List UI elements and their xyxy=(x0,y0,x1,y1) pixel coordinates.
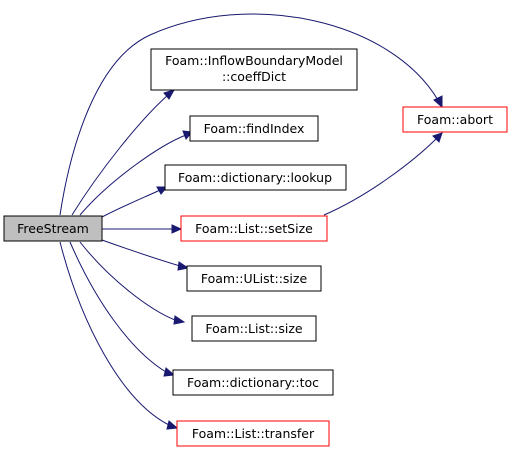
node-ulistsize[interactable]: Foam::UList::size xyxy=(186,265,322,292)
edge-freestream-to-abort xyxy=(59,13,439,216)
edge-freestream-to-listsize-arrow xyxy=(173,315,186,325)
edge-freestream-to-abort-arrow xyxy=(433,95,443,109)
node-lookup-label: Foam::dictionary::lookup xyxy=(178,170,332,185)
node-setsize-box xyxy=(180,215,328,242)
node-findindex-box xyxy=(189,115,319,142)
node-abort-box xyxy=(402,106,508,133)
edge-freestream-to-coeffdict xyxy=(71,94,169,216)
node-transfer-label: Foam::List::transfer xyxy=(192,426,315,441)
node-ulistsize-box xyxy=(186,265,322,292)
edge-freestream-to-listsize xyxy=(79,241,176,321)
node-setsize[interactable]: Foam::List::setSize xyxy=(180,215,328,242)
edge-freestream-to-toc-arrow xyxy=(163,367,176,377)
node-lookup-box xyxy=(164,164,347,191)
node-freestream-label: FreeStream xyxy=(17,221,89,236)
node-listsize-box xyxy=(191,315,317,342)
edge-setsize-to-abort-arrow xyxy=(432,132,443,143)
node-listsize[interactable]: Foam::List::size xyxy=(191,315,317,342)
edge-freestream-to-toc xyxy=(69,241,167,373)
edge-freestream-to-findindex xyxy=(79,134,187,216)
edge-freestream-to-transfer xyxy=(59,241,170,426)
node-findindex-label: Foam::findIndex xyxy=(204,121,305,136)
edge-freestream-to-transfer-arrow xyxy=(166,420,179,430)
node-freestream[interactable]: FreeStream xyxy=(3,215,103,242)
node-coeffdict[interactable]: Foam::InflowBoundaryModel ::coeffDict xyxy=(150,48,358,91)
node-listsize-label: Foam::List::size xyxy=(205,321,302,336)
node-transfer-box xyxy=(176,420,330,447)
node-transfer[interactable]: Foam::List::transfer xyxy=(176,420,330,447)
edge-freestream-to-coeffdict-arrow xyxy=(163,89,176,100)
node-abort[interactable]: Foam::abort xyxy=(402,106,508,133)
edge-freestream-to-lookup xyxy=(101,189,161,218)
edge-freestream-to-ulistsize-arrow xyxy=(177,261,190,271)
node-freestream-box xyxy=(3,215,103,242)
node-findindex[interactable]: Foam::findIndex xyxy=(189,115,319,142)
node-coeffdict-label-line1: Foam::InflowBoundaryModel xyxy=(165,53,343,68)
node-abort-label: Foam::abort xyxy=(417,112,493,127)
node-setsize-label: Foam::List::setSize xyxy=(195,221,313,236)
edge-freestream-to-setsize-arrow xyxy=(171,224,183,234)
edge-freestream-to-ulistsize xyxy=(101,239,181,267)
node-lookup[interactable]: Foam::dictionary::lookup xyxy=(164,164,347,191)
node-toc[interactable]: Foam::dictionary::toc xyxy=(172,369,334,396)
node-coeffdict-box xyxy=(150,48,358,91)
node-ulistsize-label: Foam::UList::size xyxy=(201,271,308,286)
node-coeffdict-label-line2: ::coeffDict xyxy=(222,69,286,84)
node-toc-label: Foam::dictionary::toc xyxy=(187,375,319,390)
node-toc-box xyxy=(172,369,334,396)
edge-setsize-to-abort xyxy=(323,137,438,216)
